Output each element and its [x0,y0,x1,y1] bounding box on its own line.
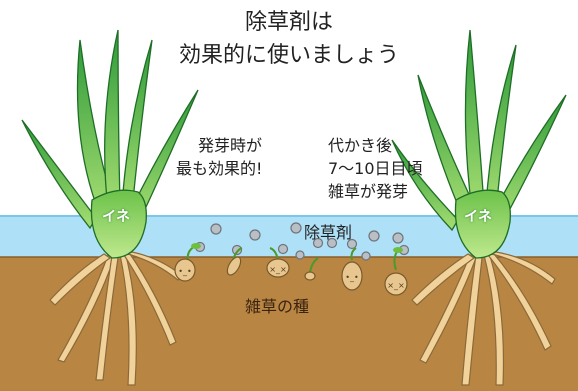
rice-roots-left [49,251,182,386]
rice-stem-left [90,189,147,259]
note-right-line-1: 代かき後 [328,136,393,155]
svg-text:•_•: •_• [178,267,191,276]
herbicide-granules [194,222,410,261]
weed-seed: •_• [341,247,363,291]
note-left-line-1: 発芽時が [198,136,263,155]
svg-text:×_×: ×_× [269,265,286,274]
rice-left-label: イネ [102,209,130,225]
rice-leaves-right [391,29,567,232]
rice-stem-right [454,189,511,259]
rice-leaves-left [21,29,199,230]
title-line-1: 除草剤は [244,10,333,35]
rice-plant-left [21,29,199,386]
title-line-2: 効果的に使いましょう [178,43,399,68]
weed-seed: •_• [174,243,201,282]
weed-seeds: •_• ×_× •_• [174,243,408,296]
weed-seed [304,257,319,281]
rice-plant-right [391,29,567,386]
svg-text:×_×: ×_× [387,281,404,290]
rice-right-label: イネ [464,209,492,225]
note-right-line-3: 雑草が発芽 [328,182,409,201]
weed-seed: ×_× [384,247,408,296]
note-left-line-2: 最も効果的! [176,159,263,178]
weed-seeds-label: 雑草の種 [245,297,310,316]
svg-text:•_•: •_• [345,273,358,282]
weed-seed: ×_× [266,247,290,278]
soil-layer [0,257,578,391]
rice-roots-right [411,251,556,386]
herbicide-label: 除草剤 [304,223,353,242]
weed-seed [226,247,243,276]
note-right-line-2: 7〜10日目頃 [328,159,423,178]
